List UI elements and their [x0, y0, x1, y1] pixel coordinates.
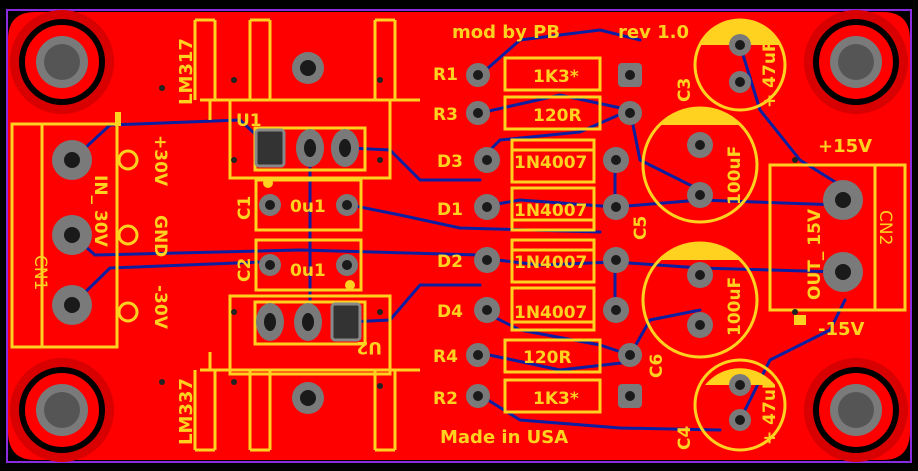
d1-ref-label: D1 [437, 200, 463, 220]
r1-resistor [466, 56, 642, 92]
c5-value-label: 100uF [725, 146, 745, 205]
d4-value-label: 1N4007 [514, 303, 587, 323]
d3-diode [474, 138, 629, 184]
cn1-gnd-label: GND [150, 215, 170, 257]
u2-part-label: LM337 [176, 378, 197, 445]
r4-resistor [466, 338, 642, 374]
credit-text: mod by PB [452, 22, 560, 43]
d2-diode [474, 238, 629, 284]
u2-pads [256, 302, 362, 414]
origin-text: Made in USA [440, 427, 568, 448]
c2-value-label: 0u1 [290, 261, 326, 281]
silkscreen-labels: mod by PB rev 1.0 Made in USA LM317 LM33… [30, 22, 895, 450]
u1-ref-label: U1 [236, 111, 262, 131]
c3-value-label: + 47uF [760, 40, 780, 108]
r2-resistor [466, 378, 642, 414]
cn1-neg-label: -30V [150, 285, 170, 330]
c5-capacitor [641, 106, 759, 224]
u2-heatsink [193, 294, 420, 452]
c6-value-label: 100uF [725, 277, 745, 336]
u1-heatsink [193, 18, 420, 180]
u1-pads [254, 52, 359, 168]
mounting-hole-bottom-right [804, 358, 908, 462]
c4-value-label: + 47uF [760, 377, 780, 445]
cn2-connector [768, 163, 907, 325]
c2-ref-label: C2 [235, 258, 255, 282]
vias [159, 77, 798, 389]
cn2-out-label: OUT_ 15V [805, 208, 825, 300]
r4-ref-label: R4 [433, 347, 458, 367]
mounting-hole-bottom-left [10, 358, 114, 462]
c3-ref-label: C3 [675, 78, 695, 102]
cn2-neg-label: -15V [818, 319, 865, 340]
c4-ref-label: C4 [675, 426, 695, 450]
d4-ref-label: D4 [437, 302, 463, 322]
c6-ref-label: C6 [647, 354, 667, 378]
c1-ref-label: C1 [235, 196, 255, 220]
cn2-ref-label: CN2 [875, 210, 895, 245]
cn1-pos-label: +30V [150, 135, 170, 187]
d2-value-label: 1N4007 [514, 253, 587, 273]
cn2-pos-label: +15V [818, 136, 872, 157]
d3-ref-label: D3 [437, 152, 463, 172]
revision-text: rev 1.0 [618, 22, 689, 43]
cn1-in-label: IN_ 30V [90, 175, 110, 248]
cn1-connector [10, 112, 139, 349]
d2-ref-label: D2 [437, 252, 463, 272]
u1-part-label: LM317 [176, 38, 197, 105]
c1-capacitor [254, 178, 363, 232]
mounting-hole-top-left [10, 10, 114, 114]
r3-resistor [466, 95, 642, 131]
r3-value-label: 120R [533, 106, 582, 126]
r1-ref-label: R1 [433, 65, 458, 85]
c4-capacitor [693, 358, 787, 452]
mounting-hole-top-right [804, 10, 908, 114]
d4-diode [474, 286, 629, 332]
c6-capacitor [641, 241, 759, 359]
r4-value-label: 120R [523, 348, 572, 368]
c1-value-label: 0u1 [290, 197, 326, 217]
d3-value-label: 1N4007 [514, 153, 587, 173]
r3-ref-label: R3 [433, 105, 458, 125]
c2-capacitor [254, 238, 363, 292]
c3-capacitor [693, 18, 787, 112]
r2-ref-label: R2 [433, 389, 458, 409]
u2-ref-label: U2 [356, 337, 382, 357]
d1-value-label: 1N4007 [514, 201, 587, 221]
r1-value-label: 1K3* [533, 67, 579, 87]
board-outline [6, 9, 912, 463]
c5-ref-label: C5 [631, 216, 651, 240]
cn1-ref-label: CN1 [30, 255, 50, 290]
d1-diode [474, 186, 629, 232]
r2-value-label: 1K3* [533, 389, 579, 409]
